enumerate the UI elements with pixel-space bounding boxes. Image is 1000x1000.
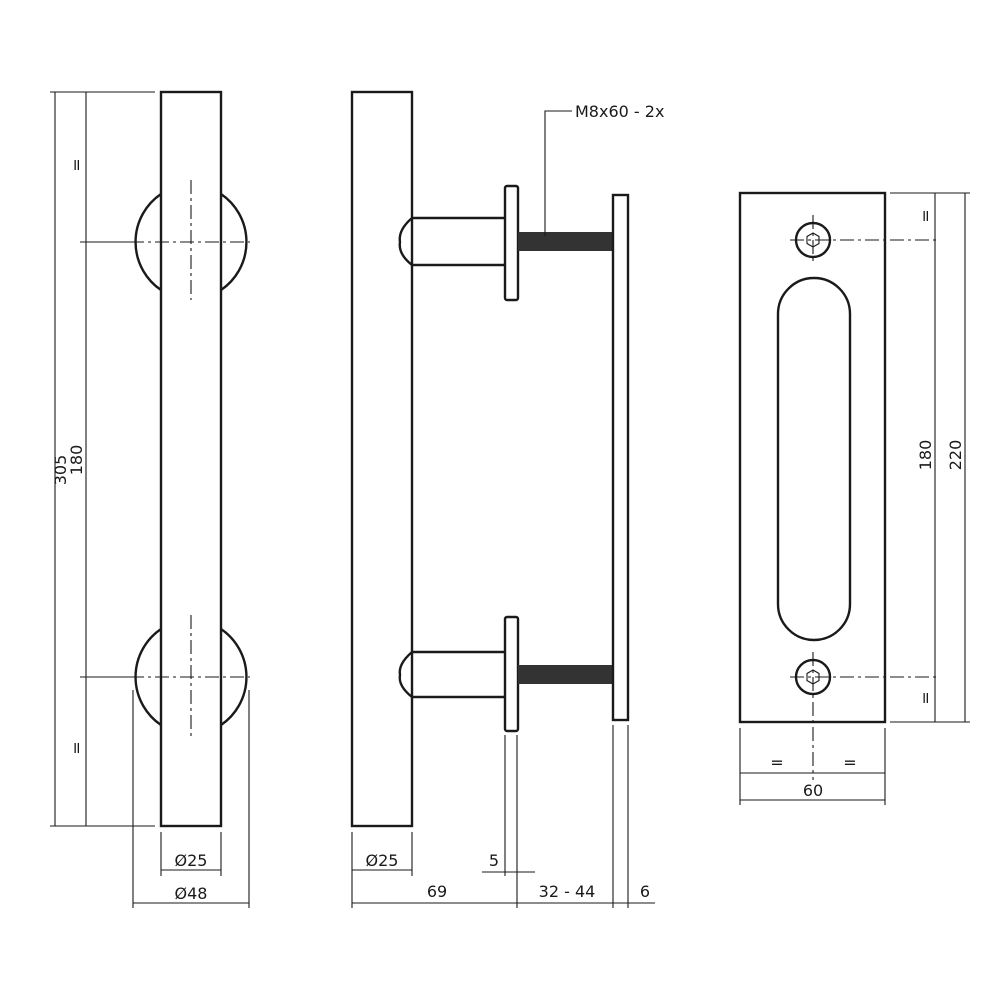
dim-305: 305	[51, 455, 70, 486]
back-plate	[738, 191, 887, 724]
plate-equal-bottom: =	[916, 691, 935, 704]
bolt-label: M8x60 - 2x	[575, 102, 664, 121]
front-view: 305 180 = = Ø25 Ø48	[50, 90, 250, 908]
rosette-plate-bottom	[503, 615, 520, 733]
standoff-bottom	[398, 650, 505, 699]
rosette-plate-top	[503, 184, 520, 302]
dim-5: 5	[489, 851, 499, 870]
plate-equal-left: =	[770, 753, 783, 772]
finger-slot	[776, 276, 852, 642]
dim-6: 6	[640, 882, 650, 901]
handle-bar-front	[159, 90, 223, 828]
equal-bottom: =	[67, 741, 86, 754]
plate-equal-top: =	[916, 209, 935, 222]
dim-d48: Ø48	[175, 884, 208, 903]
handle-bar-side	[350, 90, 414, 828]
dim-69: 69	[427, 882, 447, 901]
plate-dim-220: 220	[946, 440, 965, 471]
dim-d25: Ø25	[175, 851, 208, 870]
equal-top: =	[67, 158, 86, 171]
back-plate-side	[611, 193, 630, 722]
plate-dim-60: 60	[803, 781, 823, 800]
bolt-leader	[544, 110, 572, 236]
bolt-bottom	[518, 665, 613, 684]
plate-dim-180: 180	[916, 440, 935, 471]
plate-equal-right: =	[843, 753, 856, 772]
dim-32-44: 32 - 44	[539, 882, 596, 901]
side-view: M8x60 - 2x Ø25 5 69 32 - 44 6	[350, 90, 664, 908]
standoff-top	[398, 216, 505, 267]
bolt-top	[518, 232, 613, 251]
dim-d25-side: Ø25	[366, 851, 399, 870]
back-plate-view: 180 220 = = = = 60	[738, 191, 970, 805]
dim-180: 180	[67, 445, 86, 476]
